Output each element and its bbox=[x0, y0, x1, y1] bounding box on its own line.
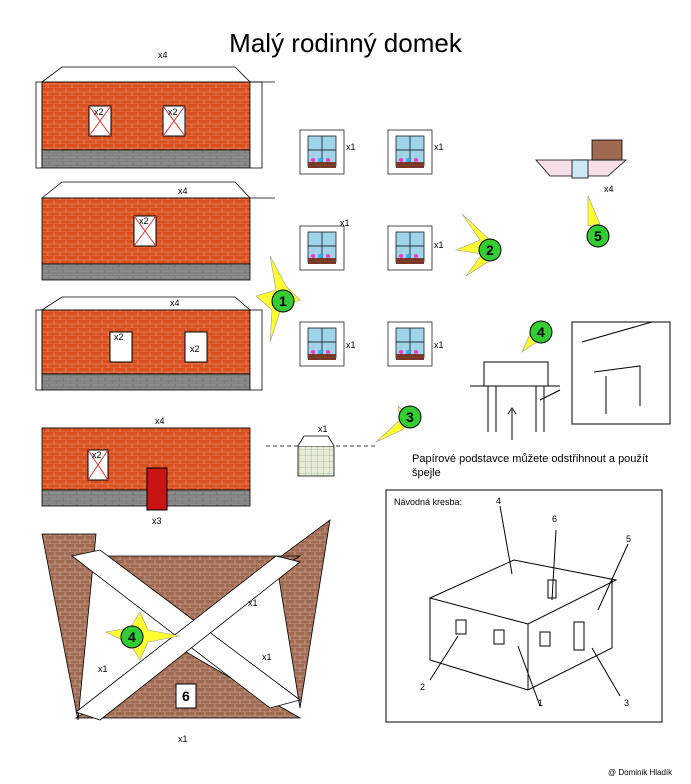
door-count: x3 bbox=[152, 516, 162, 526]
roof-count: x1 bbox=[262, 652, 272, 662]
guide-callout-2: 2 bbox=[420, 682, 425, 692]
step-badge-3: 3 bbox=[375, 405, 422, 443]
guide-callout-4: 4 bbox=[496, 496, 501, 506]
wall-4-count: x4 bbox=[155, 416, 165, 426]
roof-count: x1 bbox=[248, 598, 258, 608]
guide-callout-5: 5 bbox=[626, 534, 631, 544]
guide-callout-6: 6 bbox=[552, 514, 557, 524]
svg-text:5: 5 bbox=[594, 228, 602, 244]
step-badge-1: 1 bbox=[255, 255, 301, 343]
assembly-guide: 1 2 3 4 5 6 bbox=[385, 489, 663, 723]
base-count: x1 bbox=[318, 424, 328, 434]
page-title: Malý rodinný domek bbox=[229, 28, 462, 58]
wall-panel-2: x4 x2 bbox=[40, 181, 275, 281]
roof-part-number: 6 bbox=[182, 688, 190, 704]
step-badge-5: 5 bbox=[586, 195, 610, 248]
wall-1-count: x4 bbox=[158, 50, 168, 60]
wall-panel-4: x4 x2 x3 bbox=[41, 416, 251, 526]
window-cutouts: x1 x1 x1 x1 bbox=[299, 129, 444, 367]
window-5-count: x2 bbox=[190, 344, 200, 354]
svg-text:3: 3 bbox=[406, 409, 414, 425]
window-sheet-count: x1 bbox=[434, 142, 444, 152]
roof-count: x1 bbox=[178, 734, 188, 744]
window-1-count: x2 bbox=[94, 107, 104, 117]
window-sheet-count: x1 bbox=[434, 240, 444, 250]
chimney-part: x4 bbox=[535, 139, 628, 194]
window-sheet-count: x1 bbox=[434, 340, 444, 350]
chimney-count: x4 bbox=[604, 184, 614, 194]
wall-2-count: x4 bbox=[178, 186, 188, 196]
window-3-count: x2 bbox=[139, 216, 149, 226]
window-sheet-count: x1 bbox=[346, 142, 356, 152]
base-part: x1 bbox=[266, 424, 376, 477]
credit: @ Dominik Hladík bbox=[608, 768, 673, 777]
wall-panel-3: x4 x2 x2 bbox=[35, 296, 263, 391]
step-badge-4: 4 bbox=[521, 320, 553, 353]
roof-count: x1 bbox=[98, 664, 108, 674]
window-sheet-count: x1 bbox=[340, 218, 350, 228]
guide-callout-1: 1 bbox=[538, 698, 543, 708]
step-badge-4b: 4 bbox=[105, 611, 181, 661]
roof-panel: 6 x1 x1 x1 x1 bbox=[41, 519, 331, 744]
window-2-count: x2 bbox=[168, 107, 178, 117]
svg-text:2: 2 bbox=[486, 242, 494, 258]
wall-panel-1: x4 x2 x2 bbox=[35, 50, 275, 169]
window-sheet-count: x1 bbox=[346, 340, 356, 350]
stand-note: Papírové podstavce můžete odstřihnout a … bbox=[412, 453, 649, 479]
window-6-count: x2 bbox=[92, 450, 102, 460]
door bbox=[146, 467, 168, 511]
svg-text:4: 4 bbox=[537, 324, 545, 340]
svg-text:4: 4 bbox=[128, 629, 136, 645]
guide-callout-3: 3 bbox=[624, 698, 629, 708]
svg-text:1: 1 bbox=[279, 293, 287, 309]
stand-diagram bbox=[470, 321, 671, 440]
step-badge-2: 2 bbox=[454, 213, 502, 277]
guide-title: Návodná kresba: bbox=[394, 497, 463, 507]
wall-3-count: x4 bbox=[170, 298, 180, 308]
window-4-count: x2 bbox=[114, 332, 124, 342]
